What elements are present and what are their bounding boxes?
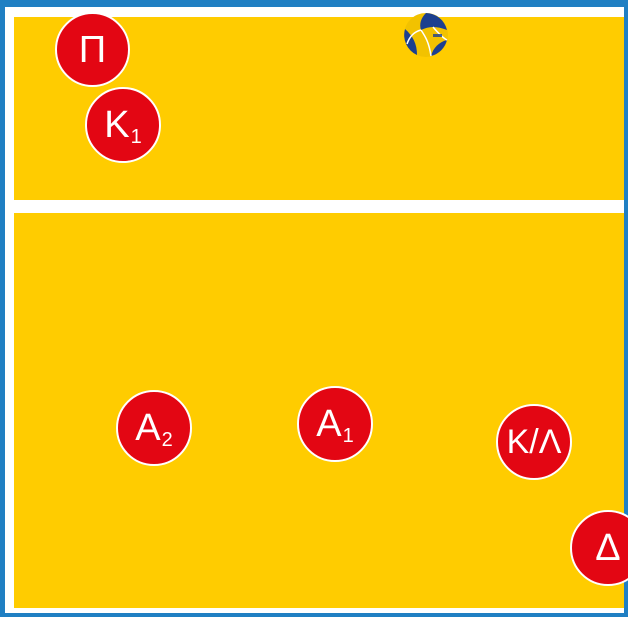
player-label: Π — [79, 31, 106, 69]
player-label: A — [135, 409, 160, 447]
player-label: A — [316, 405, 341, 443]
player-subscript: 1 — [131, 127, 142, 147]
player-setter-top[interactable]: Π — [55, 12, 130, 87]
player-subscript: 1 — [343, 426, 354, 446]
player-label: K — [104, 106, 129, 144]
volleyball-icon — [403, 12, 449, 58]
player-kl[interactable]: K/Λ — [496, 404, 572, 480]
player-subscript: 2 — [162, 430, 173, 450]
player-label: Δ — [595, 529, 620, 567]
player-label: K/Λ — [507, 425, 562, 459]
